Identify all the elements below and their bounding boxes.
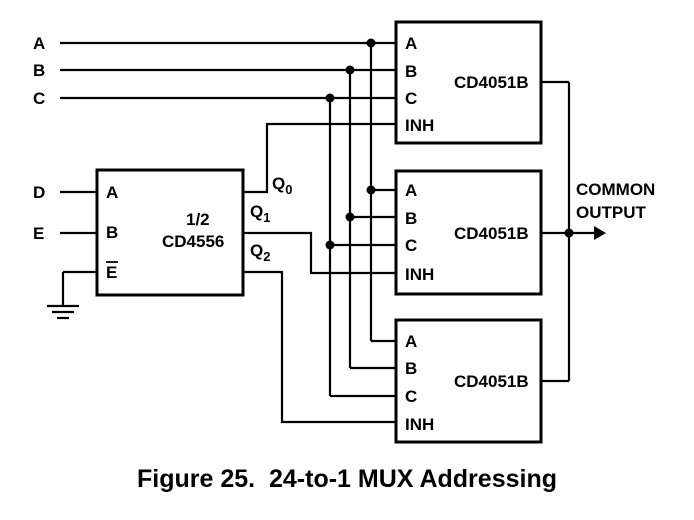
q1-label: Q1 (250, 202, 270, 225)
mux1-pin-a: A (405, 34, 417, 53)
mux1-pin-c: C (405, 89, 417, 108)
decoder-pin-a: A (106, 183, 118, 202)
mux2-pin-b: B (405, 209, 417, 228)
decoder-label-line1: 1/2 (186, 210, 210, 229)
junction-dot (345, 65, 355, 75)
mux2-pin-inh: INH (405, 265, 434, 284)
figure-caption: Figure 25. 24-to-1 MUX Addressing (137, 465, 557, 493)
junction-dot (325, 93, 335, 103)
mux3-name: CD4051B (454, 372, 529, 391)
output-arrow-icon (594, 226, 606, 240)
mux3-pin-inh: INH (405, 415, 434, 434)
mux3-pin-a: A (405, 332, 417, 351)
input-label-c: C (33, 89, 45, 108)
junction-dot (366, 38, 376, 48)
mux2-pin-c: C (405, 236, 417, 255)
input-label-b: B (33, 61, 45, 80)
mux1-pin-inh: INH (405, 116, 434, 135)
mux1-name: CD4051B (454, 73, 529, 92)
junction-dot (345, 212, 355, 222)
output-label-line1: COMMON (576, 180, 655, 199)
input-label-a: A (33, 34, 45, 53)
mux1-pin-b: B (405, 62, 417, 81)
junction-dot (325, 240, 335, 250)
decoder-label-line2: CD4556 (162, 232, 224, 251)
output-wires (541, 80, 606, 383)
inhibit-wires (243, 122, 396, 424)
mux2-name: CD4051B (454, 224, 529, 243)
mux3-pin-c: C (405, 387, 417, 406)
decoder-pin-e: E (106, 263, 117, 282)
input-label-e: E (33, 224, 44, 243)
mux-box-1 (394, 20, 543, 145)
junction-dots (325, 38, 574, 250)
mux2-pin-a: A (405, 181, 417, 200)
q0-label: Q0 (272, 174, 292, 197)
decoder-box (95, 168, 245, 297)
output-label-line2: OUTPUT (576, 203, 647, 222)
input-label-d: D (33, 183, 45, 202)
mux-box-2 (394, 169, 543, 296)
junction-dot (366, 185, 376, 195)
mux3-pin-b: B (405, 359, 417, 378)
ground-symbol (47, 270, 97, 320)
q2-label: Q2 (250, 241, 270, 264)
decoder-pin-b: B (106, 223, 118, 242)
